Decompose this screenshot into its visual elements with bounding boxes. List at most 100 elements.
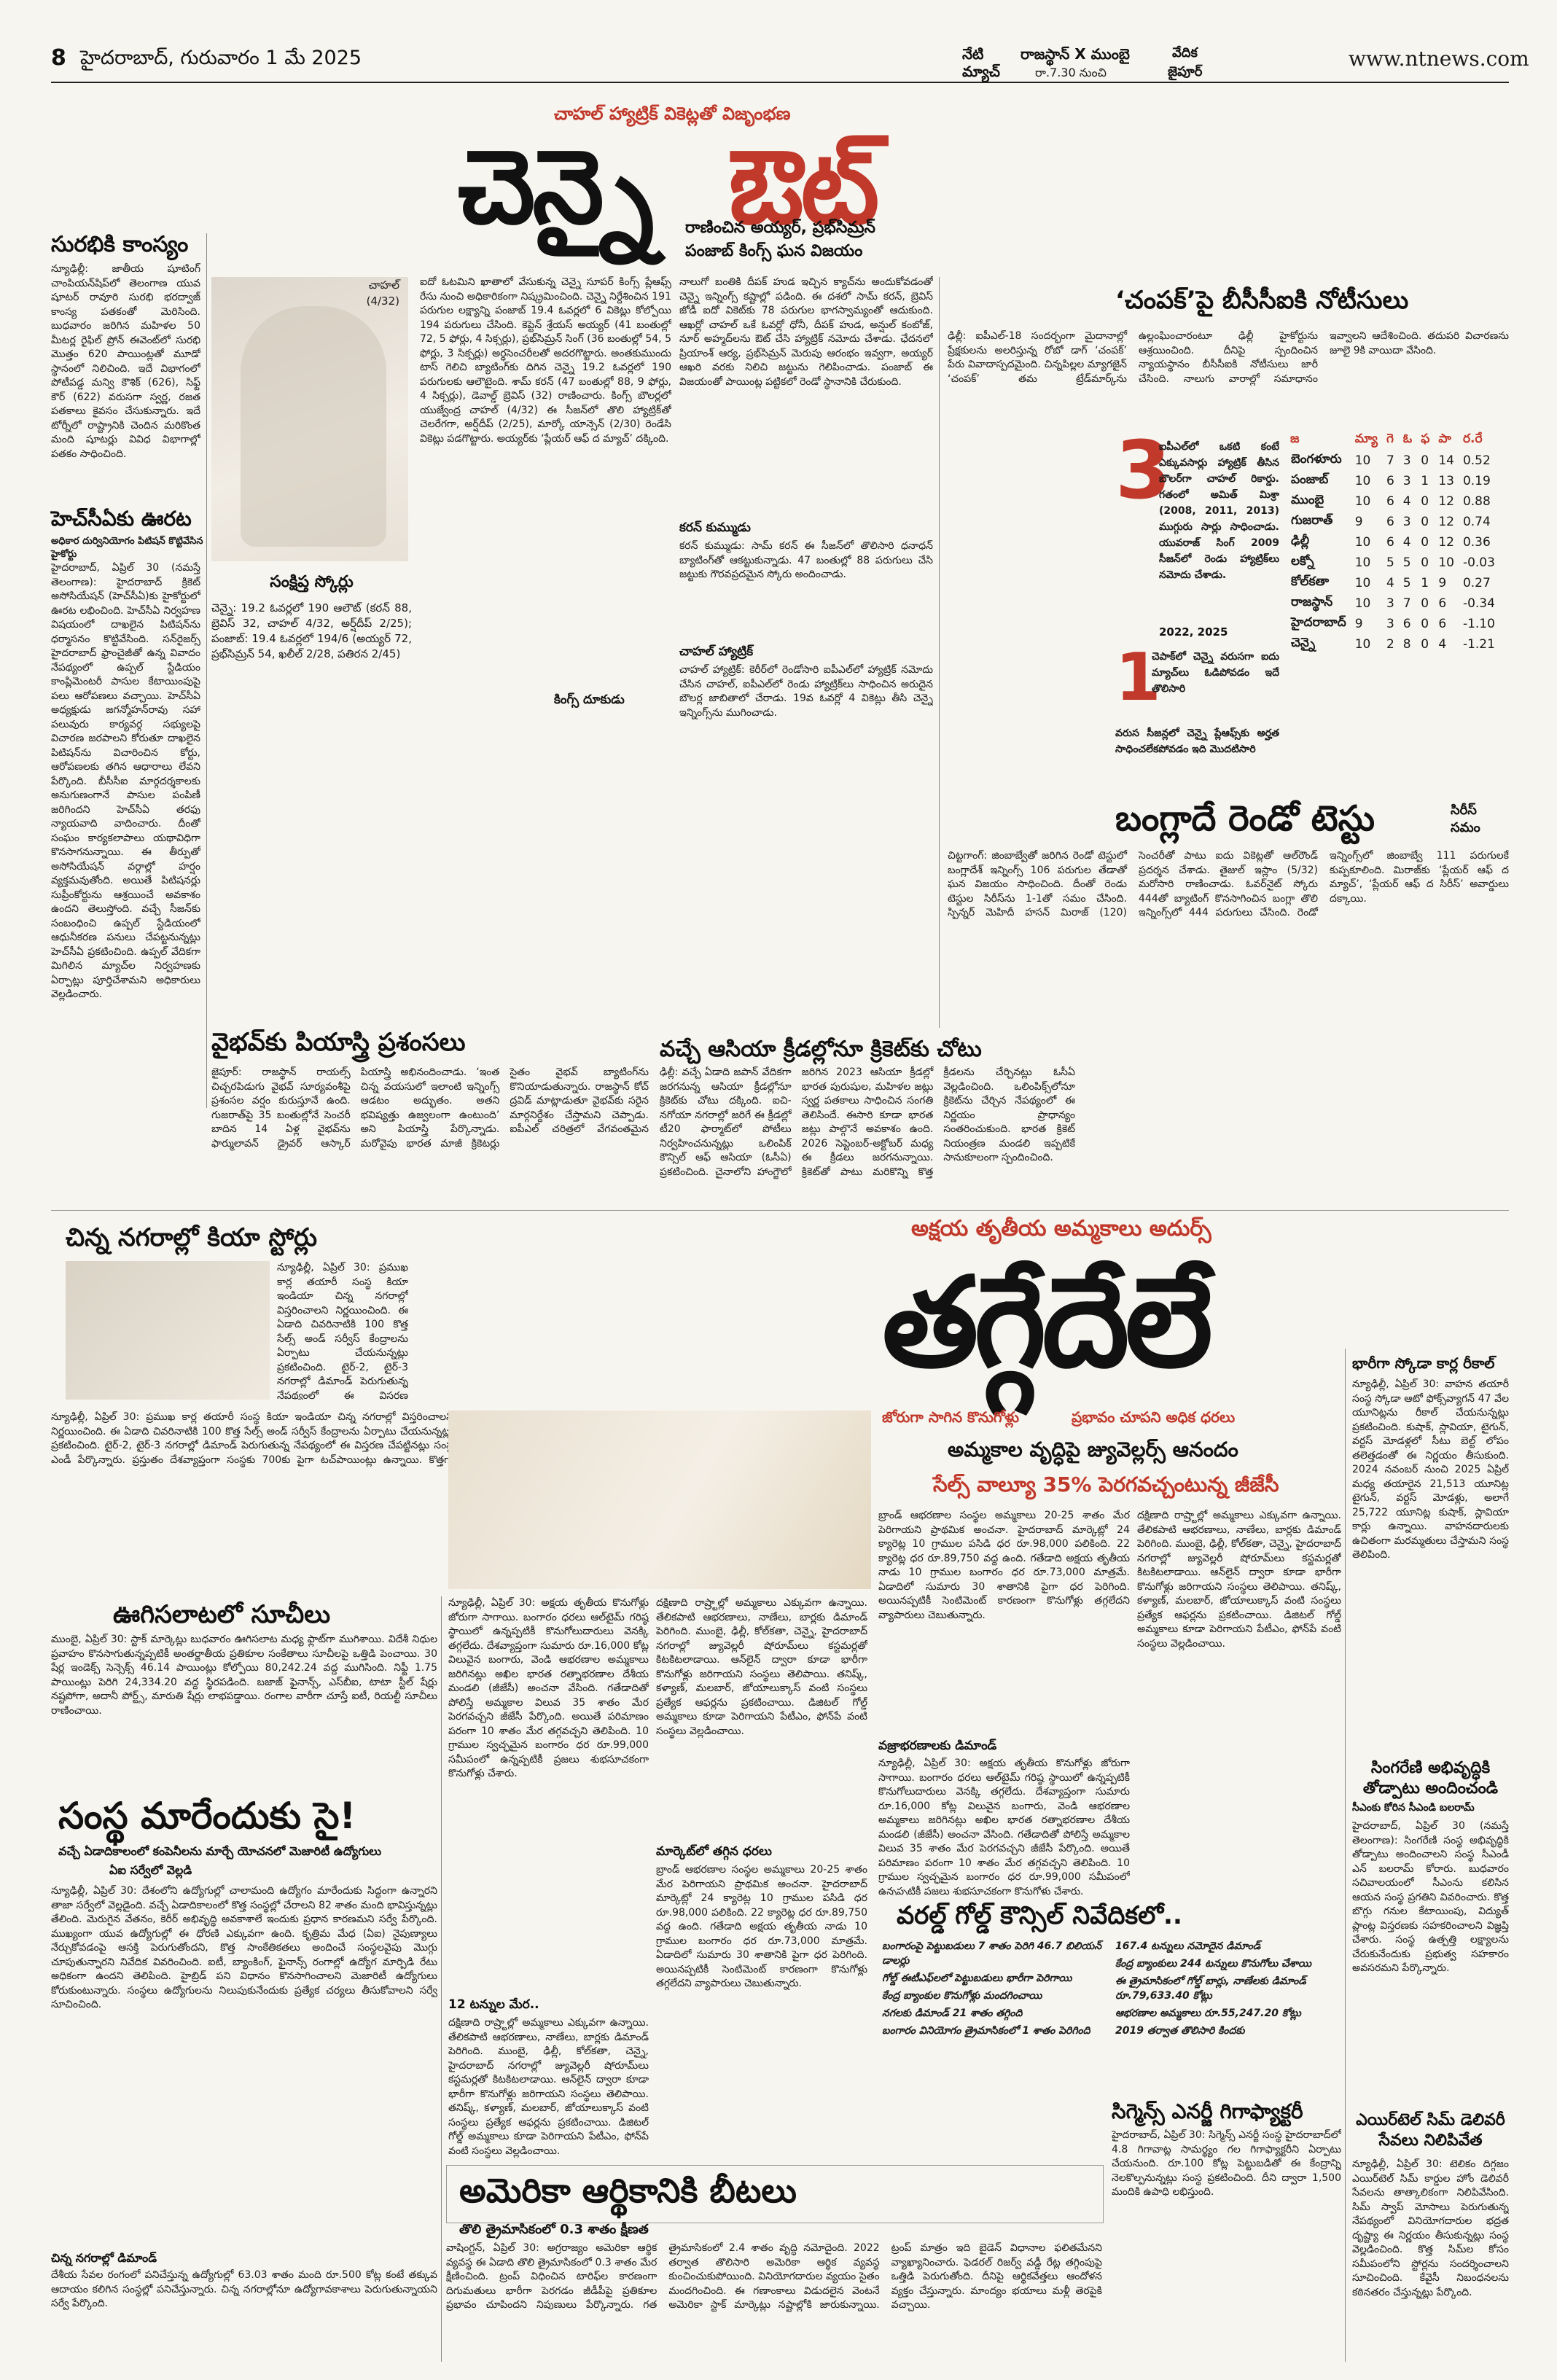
skoda-body: న్యూఢిల్లీ, ఏప్రిల్ 30: వాహన తయారీ సంస్థ…	[1352, 1378, 1509, 1561]
match-time: రా.7.30 నుంచి	[1035, 66, 1107, 79]
header-lost: ఓ	[1402, 432, 1413, 446]
sigmens-body: హైదరాబాద్, ఏప్రిల్ 30: సిగ్మెన్స్ ఎనర్జీ…	[1112, 2129, 1341, 2198]
team-stat: 6	[1386, 535, 1394, 550]
bangladesh-side: సిరీస్ సమం	[1451, 803, 1480, 835]
team-stat: 6	[1438, 596, 1447, 611]
header-nr: ఫ	[1421, 432, 1430, 446]
singareni-deck: సీఎంకు కోరిన సీఎండి బలరామ్	[1352, 1802, 1475, 1814]
stat-big-number: 3	[1115, 424, 1171, 517]
team-name: లక్నో	[1291, 554, 1314, 569]
markets-headline: ఊగిసలాటలో సూచీలు	[113, 1600, 331, 1629]
surabhi-body: న్యూఢిల్లీ: జాతీయ షూటింగ్ చాంపియన్‌షిప్‌…	[51, 263, 200, 460]
champak-headline: ‘చంపక్’పై బీసీసీఐకి నోటీసులు	[1115, 286, 1409, 315]
team-name: ముంబై	[1291, 493, 1324, 507]
team-stat: 4	[1438, 637, 1447, 652]
wgc-left-item: బంగారంపై పెట్టుబడులు 7 శాతం పెరిగి 46.7 …	[882, 1940, 1102, 1967]
photo-caption: చాహల్ (4/32)	[366, 278, 399, 308]
team-stat: 0.52	[1462, 453, 1491, 468]
team-stat: 4	[1386, 576, 1394, 590]
wgc-right-item: ఆభరణాల అమ్మకాలు రూ.55,247.20 కోట్లు	[1115, 2008, 1301, 2019]
header-pts: పా	[1438, 432, 1451, 446]
employees-body-2: దేశీయ సేవల రంగంలో పనిచేస్తున్న ఉద్యోగుల్…	[51, 2269, 437, 2309]
points-table-header: మ్యా గె ఓ ఫ పా ర.రే	[1287, 430, 1499, 450]
team-name: పంజాబ్	[1291, 472, 1329, 487]
wgc-left-item: గోల్డ్ ఈటీఎఫ్‌లలో పెట్టుబడులు భారీగా పెర…	[882, 1973, 1072, 1984]
col-rule-2	[939, 277, 940, 1028]
team-stat: 12	[1438, 515, 1454, 529]
team-stat: 13	[1438, 474, 1454, 488]
site-url[interactable]: www.ntnews.com	[1349, 47, 1529, 71]
bangladesh-body: చిట్టగాంగ్: జింబాబ్వేతో జరిగిన రెండో టెస…	[948, 850, 1509, 918]
team-stat: 10	[1354, 637, 1371, 652]
team-stat: 1	[1421, 474, 1429, 488]
header-played: మ్యా	[1354, 432, 1378, 446]
america-headline: అమెరికా ఆర్థికానికి బీటలు	[459, 2171, 797, 2210]
akshaya-deck-1b: ప్రభావం చూపని అధిక ధరలు	[1072, 1408, 1236, 1426]
header-team: జ	[1290, 432, 1300, 446]
akshaya-body-right: బ్రాండ్ ఆభరణాల సంస్థల అమ్మకాలు 20-25 శాత…	[878, 1510, 1130, 1621]
header-rule	[51, 82, 1509, 83]
col-rule-3	[441, 1596, 442, 2362]
employees-headline: సంస్థ మారేందుకు సై!	[58, 1795, 356, 1837]
team-stat: 0.88	[1462, 494, 1491, 509]
team-stat: 9	[1438, 576, 1447, 590]
wgc-headline: వరల్డ్ గోల్డ్ కౌన్సిల్ నివేదికలో..	[897, 1901, 1182, 1930]
score-box-body: చెన్నై: 19.2 ఓవర్లలో 190 ఆలౌట్ (కరన్ 88,…	[211, 601, 412, 660]
team-stat: 8	[1402, 637, 1411, 652]
team-stat: 9	[1354, 515, 1363, 529]
sigmens-headline: సిగ్మెన్స్ ఎనర్జీ గిగాఫ్యాక్టరీ	[1112, 2099, 1303, 2123]
team-stat: 2	[1386, 637, 1394, 652]
team-stat: 0	[1421, 596, 1429, 611]
team-stat: 10	[1354, 453, 1371, 468]
wgc-right-item: ఈ త్రైమాసికంలో గోల్డ్ బార్లు, నాణేలకు డి…	[1115, 1975, 1306, 2002]
team-stat: 10	[1354, 576, 1371, 590]
akshaya-body-left-2: దక్షిణాది రాష్ర్టాల్లో అమ్మకాలు ఎక్కువగా…	[448, 2017, 649, 2157]
team-stat: 12	[1438, 494, 1454, 509]
akshaya-sub-2: 12 టన్నుల మేర..	[448, 1997, 539, 2012]
lead-body-3: కరన్ కుమ్ముడు: సామ్ కరన్ ఈ సీజన్‌లో తొలి…	[679, 540, 933, 580]
team-stat: 3	[1402, 474, 1411, 488]
date-line: హైదరాబాద్, గురువారం 1 మే 2025	[80, 47, 362, 69]
team-stat: 3	[1386, 596, 1394, 611]
bangladesh-headline: బంగ్లాదే రెండో టెస్టు	[1115, 798, 1375, 839]
team-stat: 3	[1402, 453, 1411, 468]
akshaya-body-far: దక్షిణాది రాష్ర్టాల్లో అమ్మకాలు ఎక్కువగా…	[1137, 1510, 1341, 1650]
akshaya-deck-3: సేల్స్ వాల్యూ 35% పెరగవచ్చంటున్న జీజేసీ	[933, 1472, 1279, 1497]
team-stat: 0.27	[1462, 576, 1491, 590]
col-rule-1	[206, 233, 207, 1108]
america-deck: తొలి త్రైమాసికంలో 0.3 శాతం క్షీణత	[459, 2222, 649, 2237]
vaibhav-body: జైపూర్: రాజస్థాన్ రాయల్స్ చిచ్చరపిడుగు వ…	[211, 1066, 649, 1150]
wgc-right-item: 167.4 టన్నులు నమోదైన డిమాండ్	[1115, 1940, 1261, 1952]
team-stat: 0.74	[1462, 515, 1491, 529]
sub-karan: కరన్ కుమ్ముడు	[679, 520, 751, 535]
lead-deck-2: పంజాబ్ కింగ్స్ ఘన విజయం	[685, 242, 863, 260]
sub-kings: కింగ్స్ దూకుడు	[554, 692, 625, 707]
airtel-body: న్యూఢిల్లీ, ఏప్రిల్ 30: టెలికం దిగ్గజం ఎ…	[1352, 2158, 1509, 2298]
stat-note: వరుస సీజన్లలో చెన్నై ప్లేఆఫ్స్‌కు అర్హత …	[1115, 727, 1279, 755]
team-stat: 10	[1354, 596, 1371, 611]
team-stat: 6	[1386, 515, 1394, 529]
akshaya-headline: తగ్గేదేలే	[882, 1251, 1213, 1395]
team-stat: 1	[1421, 576, 1429, 590]
team-stat: 6	[1386, 494, 1394, 509]
america-body: వాషింగ్టన్, ఏప్రిల్ 30: అగ్రరాజ్యం అమెరి…	[446, 2242, 1102, 2311]
team-stat: 0	[1421, 555, 1429, 570]
hca-headline: హెచ్‌సీఏకు ఊరట	[51, 507, 192, 531]
venue: జైపూర్	[1168, 64, 1203, 79]
akshaya-kicker: అక్షయ తృతీయ అమ్మకాలు అదుర్స్	[911, 1216, 1211, 1241]
short-score-box: సంక్షిప్త స్కోర్లు చెన్నై: 19.2 ఓవర్లలో …	[211, 569, 412, 740]
asia-games-headline: వచ్చే ఆసియా క్రీడల్లోనూ క్రికెట్‌కు చోటు	[660, 1037, 982, 1062]
team-stat: 5	[1402, 576, 1411, 590]
team-name: గుజరాత్	[1291, 513, 1333, 528]
wgc-right: 167.4 టన్నులు నమోదైన డిమాండ్ కేంద్ర బ్యా…	[1115, 1939, 1341, 2038]
team-stat: 7	[1386, 453, 1394, 468]
akshaya-sub-4: మార్కెట్‌లో తగ్గిన ధరలు	[656, 1844, 772, 1859]
wgc-left: బంగారంపై పెట్టుబడులు 7 శాతం పెరిగి 46.7 …	[882, 1939, 1104, 2038]
header-nrr: ర.రే	[1462, 432, 1483, 446]
